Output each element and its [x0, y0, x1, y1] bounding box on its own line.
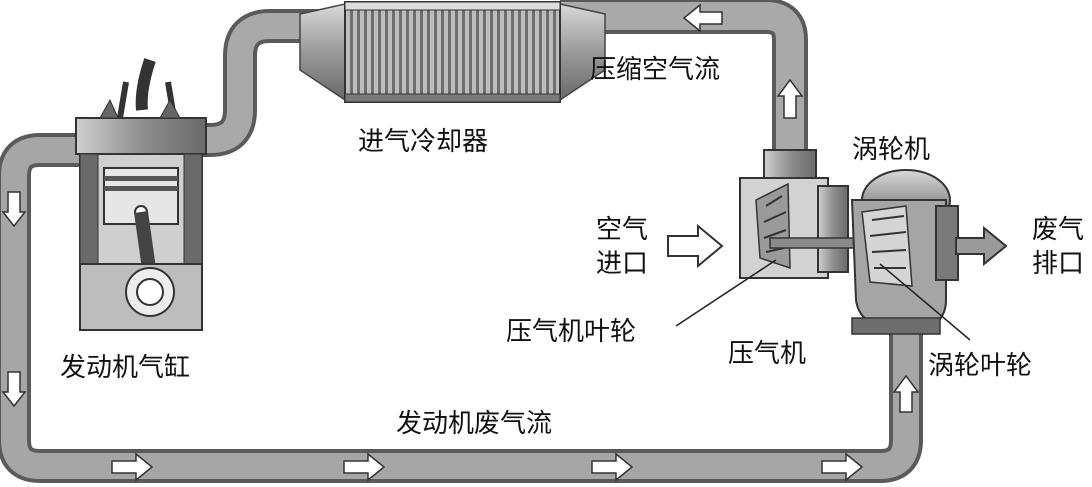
label-engine-exhaust-flow: 发动机废气流 — [396, 409, 552, 439]
arrow-left-icon — [682, 3, 723, 33]
arrow-right-icon — [821, 452, 864, 482]
intake-pipe — [180, 0, 808, 157]
label-compressor: 压气机 — [728, 339, 806, 369]
arrow-right-icon — [343, 452, 386, 482]
turbine — [850, 169, 959, 335]
intercooler — [299, 1, 606, 103]
label-engine-cylinder: 发动机气缸 — [60, 353, 190, 383]
label-intercooler: 进气冷却器 — [358, 127, 488, 157]
compressor — [739, 149, 849, 279]
arrow-up-icon — [776, 78, 804, 119]
arrow-up-icon — [892, 374, 920, 413]
arrow-down-icon — [1, 371, 27, 408]
arrow-right-icon — [111, 452, 154, 482]
exhaust-pipe — [0, 133, 923, 483]
arrow-right-icon — [667, 223, 724, 269]
engine-cylinder — [75, 58, 207, 331]
label-exhaust-outlet-line1: 废气 — [1032, 215, 1084, 245]
label-compressor-impeller: 压气机叶轮 — [506, 317, 636, 347]
leader-line-turbine-impeller — [879, 263, 971, 341]
label-exhaust-outlet-line2: 排口 — [1032, 249, 1084, 279]
arrow-right-icon — [591, 452, 634, 482]
label-air-inlet-line1: 空气 — [596, 215, 648, 245]
leader-line-compressor-impeller — [675, 259, 777, 327]
flow-arrows — [1, 3, 1008, 482]
arrow-down-icon — [1, 191, 27, 228]
label-air-inlet-line2: 进口 — [596, 249, 648, 279]
arrow-right-icon — [955, 225, 1008, 267]
label-compressed-air-flow: 压缩空气流 — [590, 55, 720, 85]
label-turbine-impeller: 涡轮叶轮 — [928, 351, 1032, 381]
label-turbine: 涡轮机 — [852, 135, 930, 165]
